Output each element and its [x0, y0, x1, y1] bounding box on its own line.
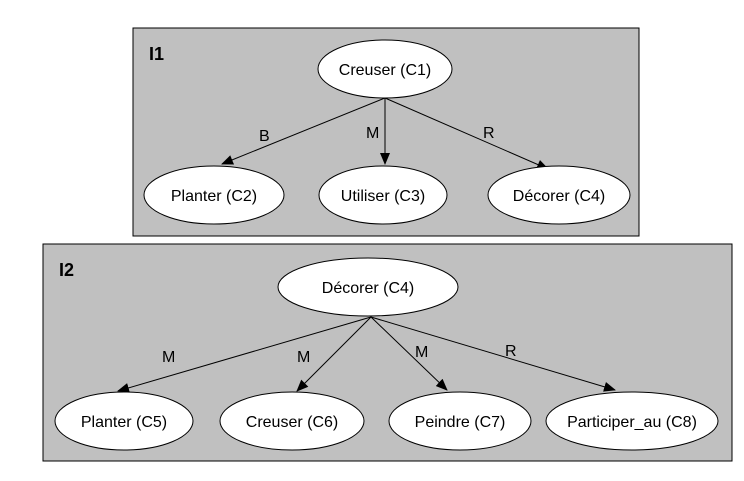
- node-c3-label: Utiliser (C3): [341, 188, 425, 205]
- node-c2-label: Planter (C2): [171, 188, 257, 205]
- node-c3-shape: [318, 165, 448, 225]
- panel-i2-title: I2: [59, 260, 74, 280]
- node-c5-label: Planter (C5): [81, 414, 167, 431]
- node-c5[interactable]: Planter (C5): [54, 391, 194, 451]
- node-c4b-label: Décorer (C4): [322, 280, 414, 297]
- node-c8-shape: [545, 391, 719, 451]
- node-c4b-shape: [277, 257, 459, 317]
- node-c1[interactable]: Creuser (C1): [317, 39, 453, 99]
- node-c6-shape: [219, 391, 365, 451]
- node-c1-label: Creuser (C1): [339, 62, 431, 79]
- edge-c1-c2: [221, 97, 386, 165]
- node-c2-shape: [143, 165, 285, 225]
- edge-label-c1-c4: R: [483, 125, 495, 142]
- node-c7[interactable]: Peindre (C7): [388, 391, 532, 451]
- edge-c4-c8: [370, 316, 616, 392]
- node-c7-label: Peindre (C7): [415, 414, 506, 431]
- node-c4[interactable]: Décorer (C4): [487, 165, 631, 225]
- edge-label-c1-c3: M: [366, 125, 379, 142]
- edge-label-c4-c5: M: [162, 349, 175, 366]
- node-c1-shape: [317, 39, 453, 99]
- node-c5-shape: [54, 391, 194, 451]
- node-c4-label: Décorer (C4): [513, 188, 605, 205]
- node-c8-label: Participer_au (C8): [567, 414, 697, 431]
- node-c4b[interactable]: Décorer (C4): [277, 257, 459, 317]
- panel-i1-title: I1: [149, 44, 164, 64]
- node-c6-label: Creuser (C6): [246, 414, 338, 431]
- panel-i2: I2 M M M R Décorer (C4) Planter (C5) Cre…: [42, 243, 733, 462]
- edge-label-c4-c6: M: [297, 349, 310, 366]
- edge-c4-c7: [370, 316, 448, 391]
- edge-c4-c6: [296, 316, 372, 392]
- edge-c1-c4: [384, 97, 549, 170]
- node-c8[interactable]: Participer_au (C8): [545, 391, 719, 451]
- edge-c4-c5: [117, 316, 372, 393]
- edge-label-c4-c8: R: [505, 343, 517, 360]
- node-c3[interactable]: Utiliser (C3): [318, 165, 448, 225]
- panel-i1: I1 B M R Creuser (C1) Planter (C2) Utili…: [132, 27, 640, 237]
- node-c6[interactable]: Creuser (C6): [219, 391, 365, 451]
- node-c4-shape: [487, 165, 631, 225]
- edge-label-c4-c7: M: [415, 344, 428, 361]
- node-c7-shape: [388, 391, 532, 451]
- node-c2[interactable]: Planter (C2): [143, 165, 285, 225]
- edge-label-c1-c2: B: [259, 128, 270, 145]
